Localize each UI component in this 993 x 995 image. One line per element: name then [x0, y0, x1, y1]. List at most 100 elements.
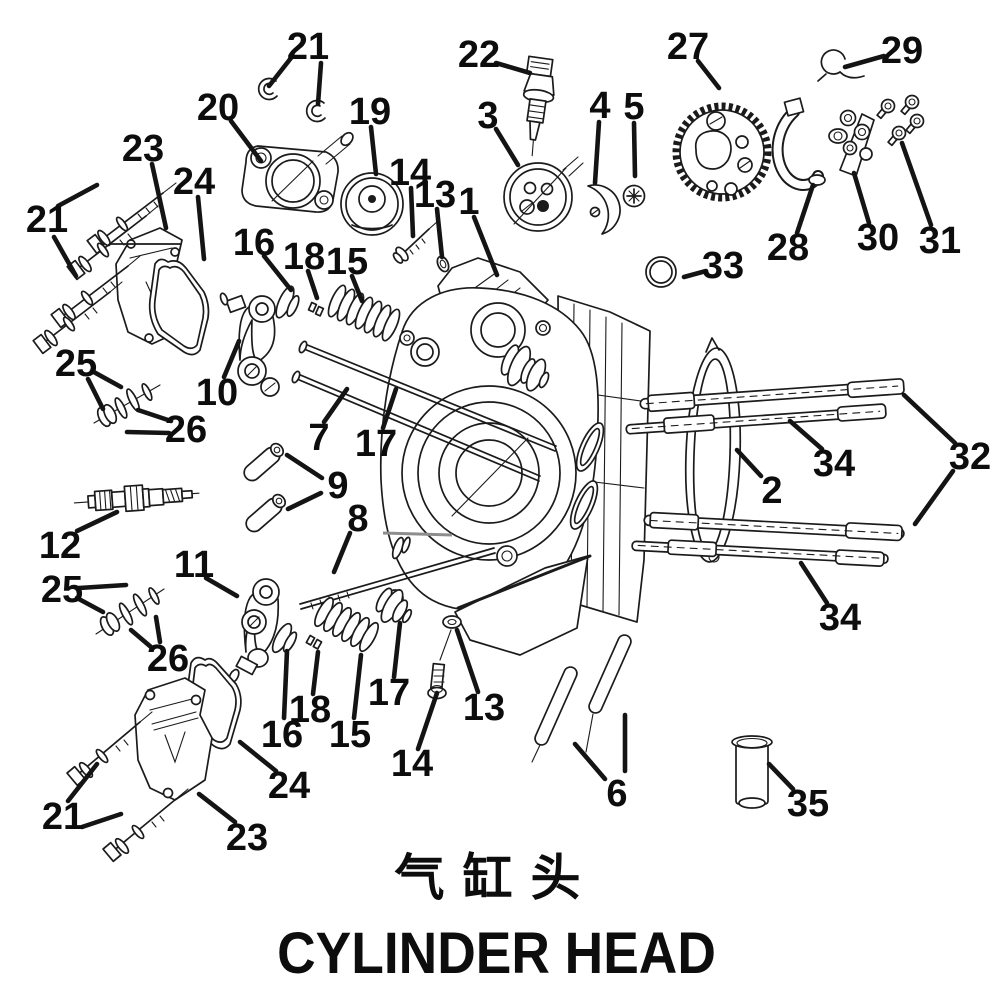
leader-line-23b: [196, 791, 238, 825]
part-label-18a: 18: [283, 236, 325, 278]
part-10-rocker-arm-upper: [219, 292, 280, 397]
part-label-9: 9: [327, 465, 348, 507]
leader-line-29: [842, 53, 887, 70]
part-label-11: 11: [174, 544, 214, 586]
part-label-23a: 23: [122, 128, 164, 170]
part-label-15a: 15: [326, 241, 368, 283]
leader-line-19: [368, 124, 379, 177]
leader-line-17a: [380, 386, 399, 431]
part-34-stud-bolts: [625, 378, 905, 567]
leader-line-25a: [89, 368, 124, 390]
part-15-valve-spring-top: [327, 284, 401, 342]
part-label-26a: 26: [165, 409, 207, 451]
part-label-21a: 21: [287, 26, 329, 68]
leader-line-18a: [305, 268, 320, 301]
part-label-25b: 25: [41, 569, 83, 611]
part-label-14b: 14: [391, 743, 433, 785]
leader-line-13a: [434, 206, 445, 260]
part-13-washer-top: [436, 255, 450, 273]
leader-line-24a: [195, 194, 207, 262]
part-label-32: 32: [949, 436, 991, 478]
part-label-25a: 25: [55, 343, 97, 385]
part-label-17b: 17: [368, 672, 410, 714]
leader-line-16a: [261, 253, 294, 293]
part-19-thermostat: [340, 172, 404, 236]
leader-line-9: [285, 490, 324, 512]
part-label-24a: 24: [173, 161, 215, 203]
part-label-23b: 23: [226, 817, 268, 859]
leader-line-25b: [74, 595, 106, 615]
part-label-6: 6: [606, 773, 627, 815]
part-label-15b: 15: [329, 714, 371, 756]
leader-line-14b: [415, 690, 440, 752]
part-29-retainer-clip: [817, 49, 865, 82]
leader-line-23a: [149, 161, 169, 231]
leader-line-24b: [237, 739, 279, 774]
part-18-valve-keepers-bottom: [305, 634, 323, 650]
part-label-21c: 21: [42, 796, 84, 838]
leader-line-21a: [315, 60, 324, 107]
part-18-valve-keepers-top: [307, 301, 325, 317]
leader-line-21c: [79, 811, 124, 830]
leader-line-34a: [787, 418, 825, 452]
part-label-18b: 18: [289, 689, 331, 731]
part-label-14a: 14: [389, 152, 431, 194]
part-13-washer-bottom: [442, 615, 462, 629]
part-25-26-washers-upper: [93, 382, 161, 428]
leader-line-7: [321, 386, 350, 425]
part-label-12: 12: [39, 525, 81, 567]
leader-line-34b: [798, 560, 830, 606]
part-14-bolt-top: [392, 220, 439, 264]
leader-line-21a: [266, 55, 294, 89]
part-label-7: 7: [308, 417, 329, 459]
leader-line-10: [221, 338, 242, 380]
part-label-31: 31: [919, 220, 961, 262]
part-label-8: 8: [347, 498, 368, 540]
title-chinese: 气缸头: [394, 849, 599, 907]
leader-line-32: [901, 392, 958, 446]
part-24-gasket-top: [148, 258, 210, 356]
part-label-35: 35: [787, 783, 829, 825]
leader-line-15a: [349, 273, 365, 304]
part-30-plate-assembly: [828, 109, 875, 177]
leader-line-20: [228, 118, 264, 164]
part-label-21b: 21: [26, 199, 68, 241]
part-label-19: 19: [349, 91, 391, 133]
part-label-1: 1: [458, 181, 479, 223]
part-28-pipe-bracket: [771, 97, 826, 191]
part-label-20: 20: [197, 87, 239, 129]
part-label-10: 10: [196, 372, 238, 414]
leader-line-21c: [65, 761, 100, 804]
title-english: CYLINDER HEAD: [277, 921, 716, 986]
part-7-valves: [291, 340, 605, 530]
leader-line-6: [572, 741, 608, 782]
leader-line-9: [284, 452, 325, 481]
leader-line-4: [592, 119, 602, 186]
part-label-13b: 13: [463, 687, 505, 729]
part-11-rocker-arm-lower: [228, 578, 280, 684]
part-17-retainer-assembly-top: [500, 344, 550, 392]
part-label-30: 30: [857, 217, 899, 259]
part-14-screw-bottom: [427, 629, 452, 700]
part-20-thermostat-cover: [241, 131, 354, 213]
part-25-26-washers-lower: [95, 587, 165, 636]
part-label-16a: 16: [233, 222, 275, 264]
part-23-side-cover-bottom: [134, 677, 213, 801]
leader-line-21b: [55, 182, 100, 209]
part-label-17a: 17: [355, 423, 397, 465]
part-12-spark-plug: [73, 484, 200, 513]
leader-line-25b: [76, 582, 129, 591]
part-3-cap-assembly: [503, 156, 584, 232]
part-15-valve-spring-bottom: [314, 596, 379, 653]
part-label-33: 33: [702, 245, 744, 287]
part-label-27: 27: [667, 26, 709, 68]
leader-line-21b: [51, 234, 79, 279]
leader-line-28: [794, 182, 816, 236]
leader-line-26b: [128, 627, 154, 650]
leader-line-14a: [408, 185, 416, 239]
part-33-o-ring: [645, 256, 677, 288]
part-4-crescent-plate: [587, 184, 621, 235]
leader-line-1: [471, 214, 500, 278]
